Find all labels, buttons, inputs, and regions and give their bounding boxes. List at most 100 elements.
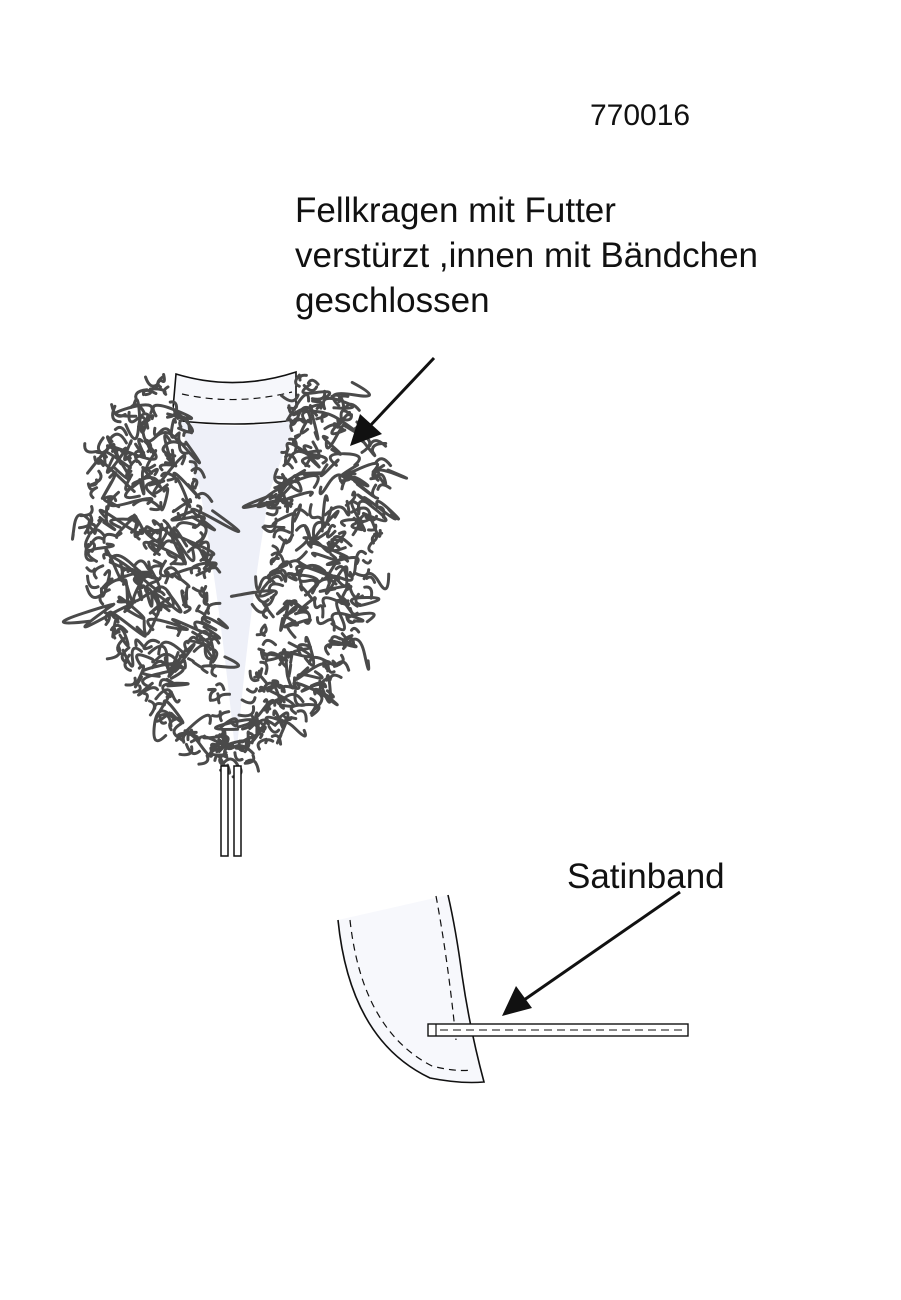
fur-edge-stroke (294, 373, 301, 388)
fur-stroke (142, 603, 164, 636)
fur-stroke (295, 563, 326, 575)
fur-stroke (278, 692, 305, 710)
fur-stroke (163, 433, 175, 466)
fur-stroke (283, 605, 298, 621)
collar-arrow (350, 356, 436, 446)
fur-stroke (315, 616, 336, 632)
fur-stroke (375, 499, 401, 521)
fur-edge-stroke (288, 437, 298, 453)
fur-stroke (330, 598, 349, 632)
fur-edge-stroke (223, 743, 235, 758)
fur-stroke (159, 486, 170, 512)
fur-edge-stroke (209, 692, 220, 702)
detail-edge-stitch (435, 895, 457, 1041)
fur-stroke (299, 418, 311, 435)
fur-edge-stroke (245, 758, 260, 773)
collar-description: Fellkragen mit Futter verstürzt ,innen m… (295, 188, 758, 323)
fur-stroke (171, 617, 221, 640)
fur-edge-stroke (270, 734, 283, 746)
fur-stroke (311, 399, 323, 410)
fur-stroke (61, 603, 115, 625)
fur-stroke (289, 703, 321, 717)
fur-stroke (300, 683, 323, 693)
fur-edge-stroke (215, 682, 226, 691)
fur-edge-stroke (191, 585, 208, 593)
fur-stroke (134, 638, 145, 648)
fur-edge-stroke (234, 740, 248, 750)
fur-edge-stroke (96, 436, 106, 456)
fur-stroke (286, 572, 320, 591)
fur-stroke (174, 477, 189, 504)
fur-stroke (279, 568, 288, 583)
fur-stroke (161, 681, 190, 699)
fur-edge-stroke (197, 754, 210, 766)
fur-stroke (292, 503, 302, 523)
fur-edge-stroke (172, 722, 183, 738)
fur-stroke (339, 461, 379, 478)
detail-panel-stitch (349, 919, 473, 1072)
fur-stroke (279, 491, 293, 508)
fur-edge-stroke (129, 403, 146, 414)
fur-stroke (122, 578, 130, 607)
fur-stroke (262, 697, 286, 712)
fur-stroke (301, 383, 332, 400)
fur-edge-stroke (116, 636, 126, 656)
fur-stroke (135, 653, 156, 667)
fur-stroke (297, 596, 317, 614)
fur-stroke (296, 550, 313, 571)
fur-stroke (140, 584, 154, 608)
fur-stroke (152, 709, 175, 743)
fur-edge-stroke (178, 745, 194, 757)
fur-edge-stroke (218, 736, 228, 749)
fur-stroke (154, 688, 181, 704)
fur-edge-stroke (283, 716, 298, 726)
fur-stroke (277, 560, 293, 569)
fur-stroke (158, 677, 176, 687)
fur-stroke (341, 549, 367, 578)
fur-stroke (328, 452, 361, 467)
collar-description-line-2: verstürzt ,innen mit Bändchen (295, 236, 759, 275)
fur-edge-stroke (201, 558, 212, 573)
fur-stroke (229, 589, 278, 600)
fur-edge-stroke (177, 431, 188, 446)
fur-edge-stroke (209, 637, 221, 645)
fur-edge-stroke (87, 478, 99, 487)
fur-stroke (86, 542, 115, 563)
fur-stroke (142, 638, 161, 651)
fur-edge-stroke (370, 441, 388, 456)
fur-edge-stroke (190, 466, 206, 479)
fur-edge-stroke (320, 677, 329, 688)
fur-edge-stroke (345, 613, 356, 625)
fur-edge-stroke (371, 483, 380, 500)
fur-stroke (187, 657, 202, 668)
fur-edge-stroke (363, 585, 374, 600)
fur-edge-stroke (194, 491, 214, 503)
fur-edge-stroke (350, 626, 361, 634)
fur-stroke (125, 455, 133, 465)
fur-edge-stroke (210, 647, 219, 664)
fur-stroke (299, 579, 313, 600)
fur-stroke (322, 659, 332, 670)
fur-stroke (303, 520, 330, 545)
fur-stroke (281, 490, 314, 506)
fur-edge-stroke (142, 692, 149, 702)
fur-edge-stroke (250, 602, 269, 614)
fur-stroke (102, 578, 137, 604)
fur-edge-stroke (254, 593, 270, 604)
fur-stroke (207, 687, 217, 702)
fur-edge-stroke (373, 464, 386, 482)
fur-edge-stroke (280, 446, 290, 454)
fur-stroke (330, 537, 344, 550)
fur-edge-stroke (340, 413, 353, 422)
fur-texture (61, 373, 408, 779)
fur-stroke (302, 444, 321, 469)
fur-edge-stroke (354, 568, 371, 578)
fur-edge-stroke (265, 508, 279, 517)
fur-stroke (109, 517, 140, 534)
tie-right (233, 765, 242, 857)
fur-stroke (83, 602, 133, 629)
fur-edge-stroke (79, 505, 94, 518)
fur-stroke (165, 550, 178, 566)
fur-edge-stroke (287, 402, 299, 410)
fur-edge-stroke (134, 388, 149, 403)
